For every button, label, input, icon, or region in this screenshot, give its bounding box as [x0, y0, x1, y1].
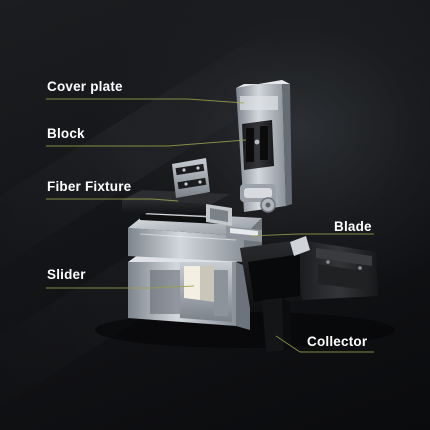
leader-line-fiber-fixture [46, 198, 179, 202]
label-block: Block [47, 126, 85, 141]
slider-part [180, 262, 232, 322]
leader-line-slider [46, 285, 195, 289]
label-collector: Collector [307, 334, 368, 349]
block-part [242, 120, 274, 170]
fiber-fixture-part [122, 158, 232, 226]
label-fiber-fixture: Fiber Fixture [47, 179, 132, 194]
cover-plate-part [236, 80, 292, 213]
label-blade: Blade [334, 219, 372, 234]
blade-part [226, 226, 262, 242]
label-slider: Slider [47, 267, 86, 282]
leader-lines [46, 98, 374, 353]
collector-part [240, 236, 378, 352]
leader-line-blade [249, 233, 374, 237]
leader-line-block [46, 139, 247, 147]
leader-line-cover-plate [46, 98, 245, 104]
leader-line-collector [275, 335, 374, 353]
label-cover-plate: Cover plate [47, 79, 123, 94]
